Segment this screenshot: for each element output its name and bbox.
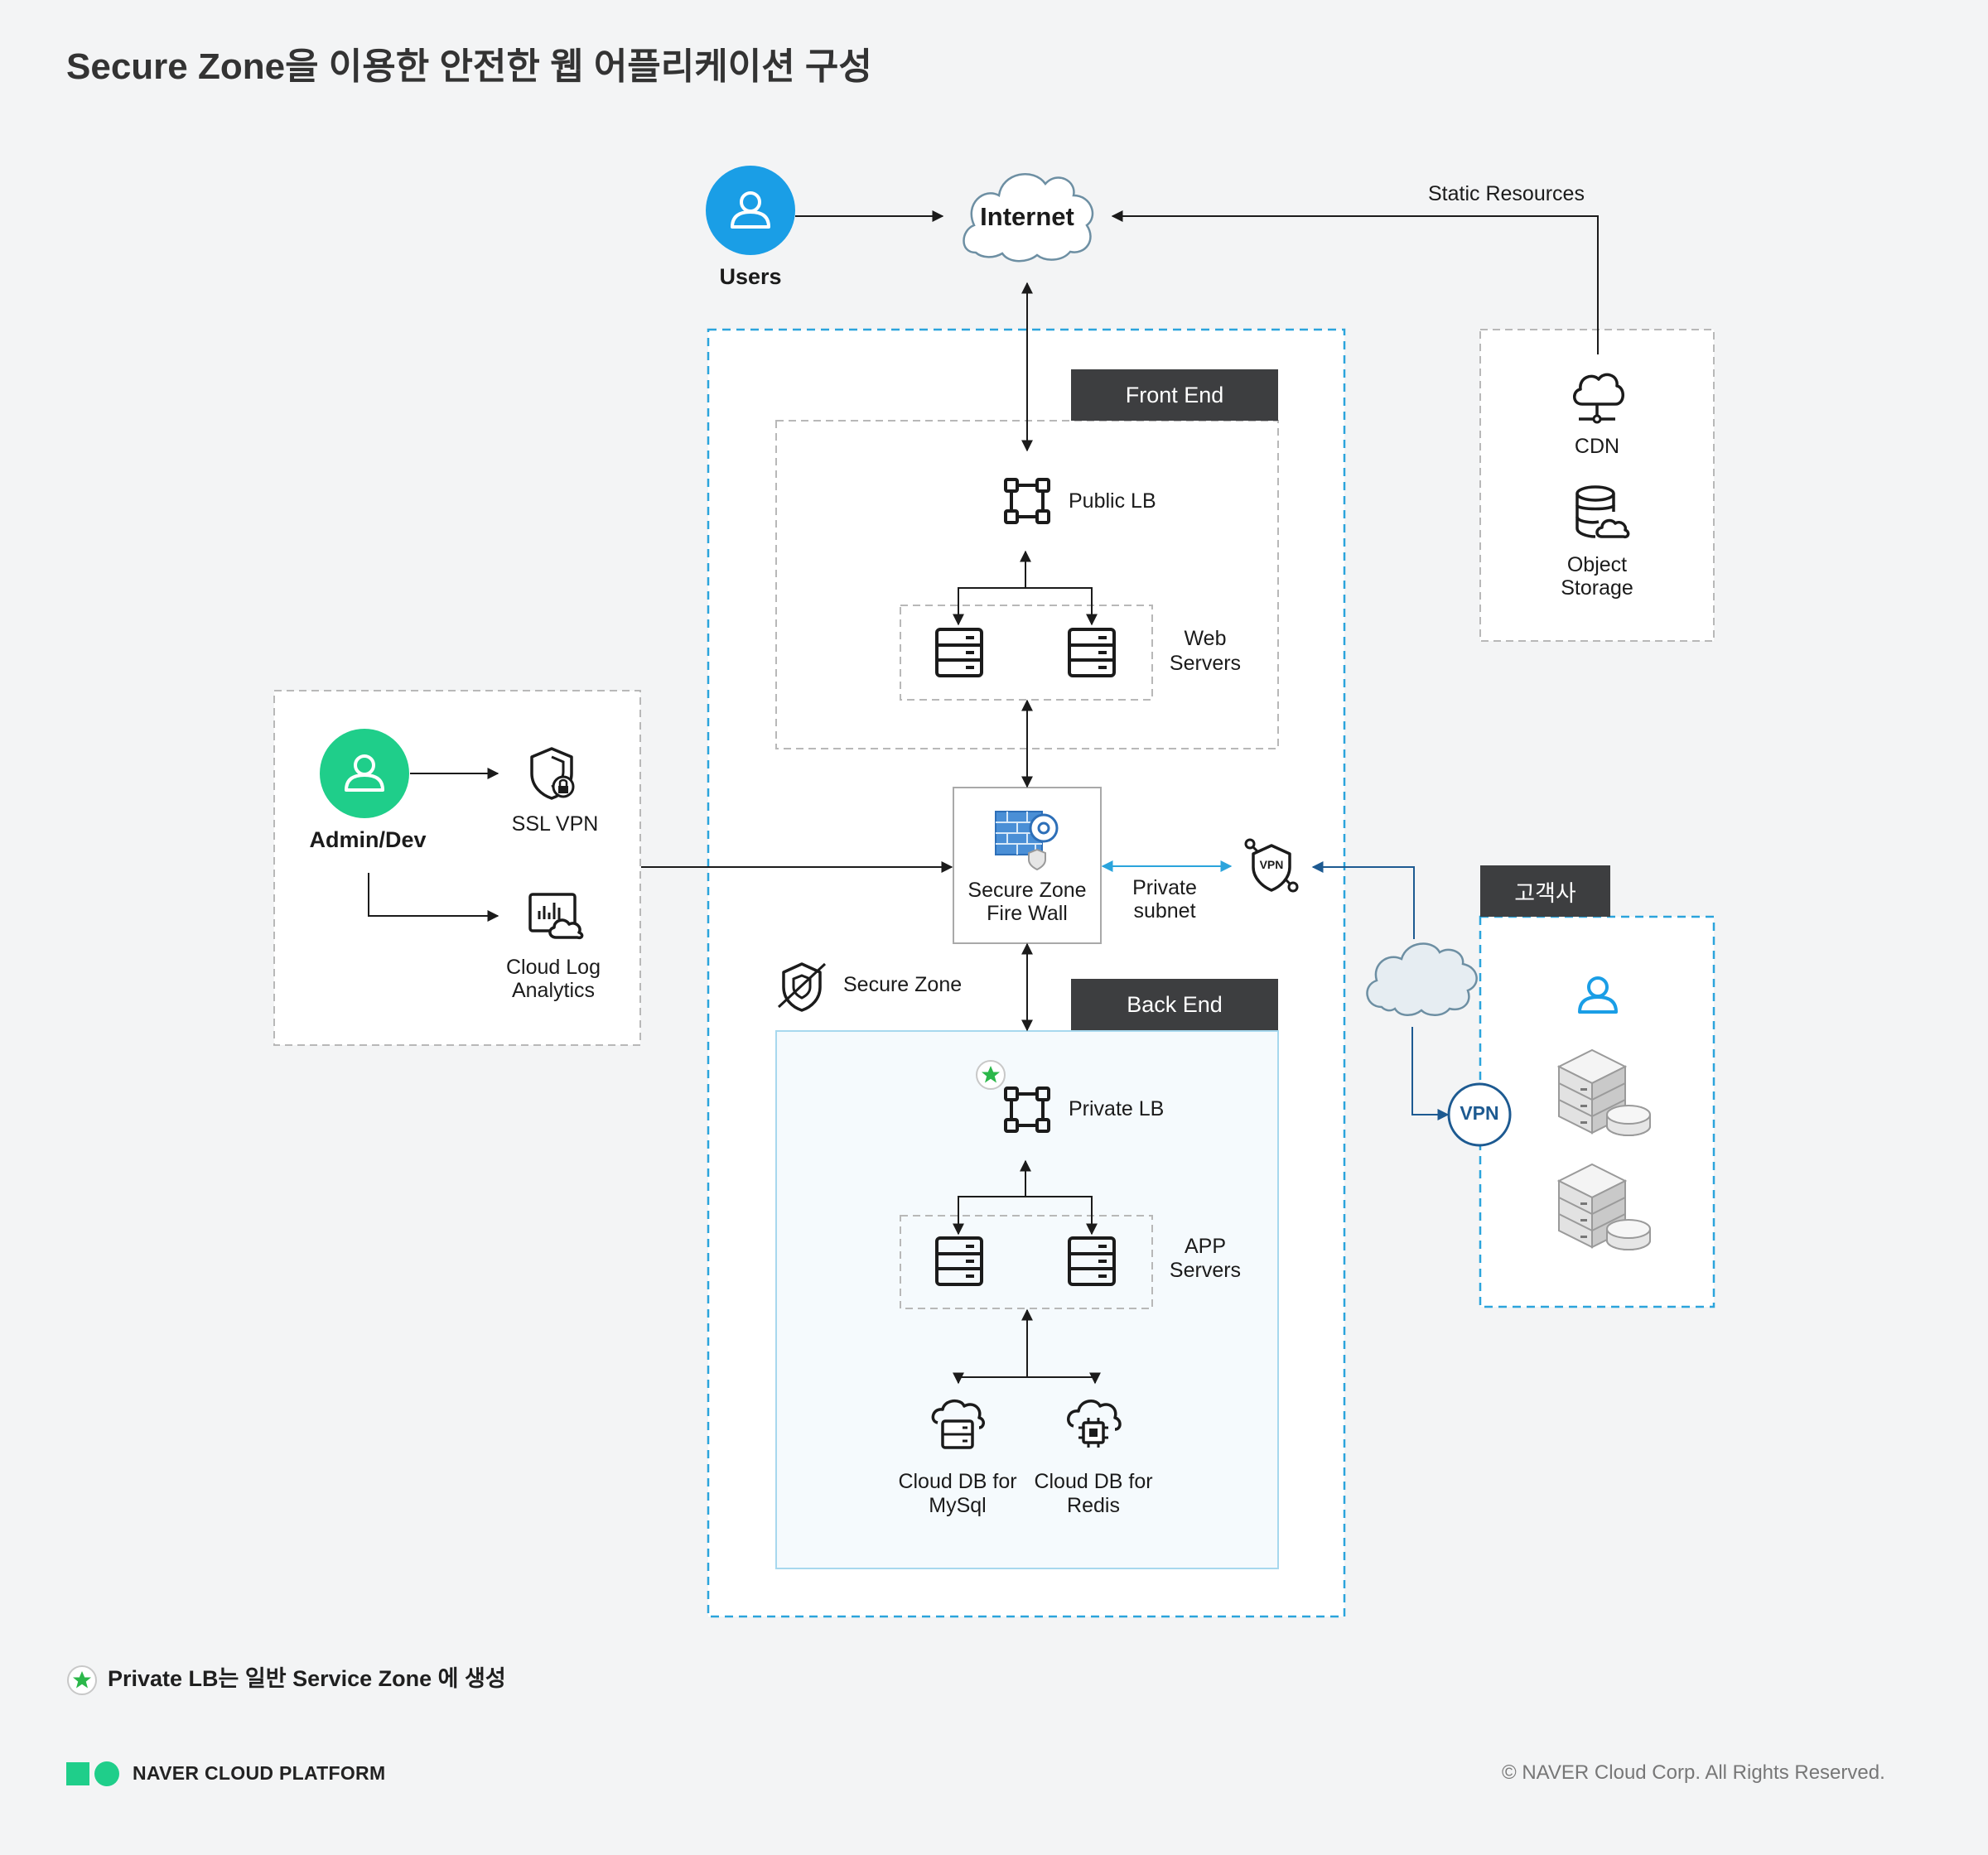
firewall-label-line1: Secure Zone — [967, 879, 1087, 902]
customer-vpn-badge-label: VPN — [1460, 1102, 1499, 1124]
vpn-gateway-icon — [1244, 838, 1299, 893]
cloud-db-mysql-label-line2: MySql — [929, 1494, 987, 1517]
internet-label: Internet — [980, 202, 1074, 231]
static-resources-box — [1479, 329, 1715, 642]
cloud-log-analytics-label-line2: Analytics — [511, 979, 596, 1002]
cloud-db-mysql-label-line1: Cloud DB for — [898, 1470, 1017, 1493]
customer-vpn-badge — [1447, 1082, 1512, 1147]
object-storage-label-line2: Storage — [1561, 576, 1633, 600]
star-badge-icon — [976, 1060, 1006, 1090]
object-storage-icon — [1575, 485, 1630, 539]
public-lb-label: Public LB — [1069, 489, 1156, 513]
private-lb-to-app-servers-branch — [953, 1196, 1098, 1236]
footnote: Private LB는 일반 Service Zone 에 생성 — [108, 1666, 506, 1691]
secure-zone-shield-icon — [777, 962, 827, 1012]
cloud-log-analytics-icon — [528, 893, 584, 940]
admin-dev-label: Admin/Dev — [309, 827, 427, 852]
admin-to-log-analytics-arrow — [368, 873, 499, 922]
users-label: Users — [719, 264, 782, 289]
cloud-db-mysql-icon — [931, 1399, 985, 1449]
web-servers-label-line2: Servers — [1169, 652, 1242, 675]
admin-dev-icon — [320, 729, 409, 818]
vpn-tunnel-cloud-icon — [1366, 942, 1478, 1016]
web-servers-label-line1: Web — [1184, 627, 1227, 650]
cdn-to-internet-arrow — [1111, 210, 1599, 354]
customer-user-icon — [1578, 976, 1618, 1014]
page-title: Secure Zone을 이용한 안전한 웹 어플리케이션 구성 — [66, 46, 872, 87]
firewall-label-line2: Fire Wall — [987, 902, 1068, 925]
cdn-label: CDN — [1574, 435, 1620, 458]
customer-tag: 고객사 — [1480, 865, 1610, 917]
customer-to-vpn-gateway-line — [1311, 861, 1415, 939]
cloud-db-redis-label-line2: Redis — [1067, 1494, 1120, 1517]
private-lb-label: Private LB — [1069, 1097, 1165, 1120]
ssl-vpn-label: SSL VPN — [511, 812, 599, 836]
ssl-vpn-shield-icon — [530, 747, 575, 800]
cloud-db-redis-label-line1: Cloud DB for — [1034, 1470, 1153, 1493]
public-lb-to-web-servers-branch — [953, 587, 1098, 626]
naver-cloud-logo — [66, 1761, 119, 1786]
back-end-tag: Back End — [1071, 979, 1278, 1030]
users-icon — [706, 166, 795, 255]
vpn-gateway-text: VPN — [1259, 858, 1284, 871]
internet-cloud-icon — [963, 172, 1094, 263]
cloud-db-redis-icon — [1067, 1400, 1122, 1448]
private-subnet-label-line1: Private — [1132, 876, 1197, 899]
note-star-icon — [67, 1665, 97, 1695]
cloud-log-analytics-label-line1: Cloud Log — [506, 956, 601, 979]
app-servers-label-line1: APP — [1184, 1235, 1227, 1258]
static-resources-label: Static Resources — [1428, 182, 1585, 205]
private-subnet-label-line2: subnet — [1133, 899, 1196, 923]
app-servers-label-line2: Servers — [1169, 1259, 1242, 1282]
cdn-icon — [1573, 373, 1624, 424]
object-storage-label-line1: Object — [1566, 553, 1628, 576]
footer-brand: NAVER CLOUD PLATFORM — [133, 1762, 386, 1784]
secure-zone-label: Secure Zone — [843, 973, 963, 996]
cloud-to-customer-vpn-line — [1411, 1027, 1450, 1120]
firewall-icon — [995, 811, 1059, 871]
footer-copyright: © NAVER Cloud Corp. All Rights Reserved. — [1502, 1761, 1885, 1784]
front-end-tag: Front End — [1071, 369, 1278, 421]
